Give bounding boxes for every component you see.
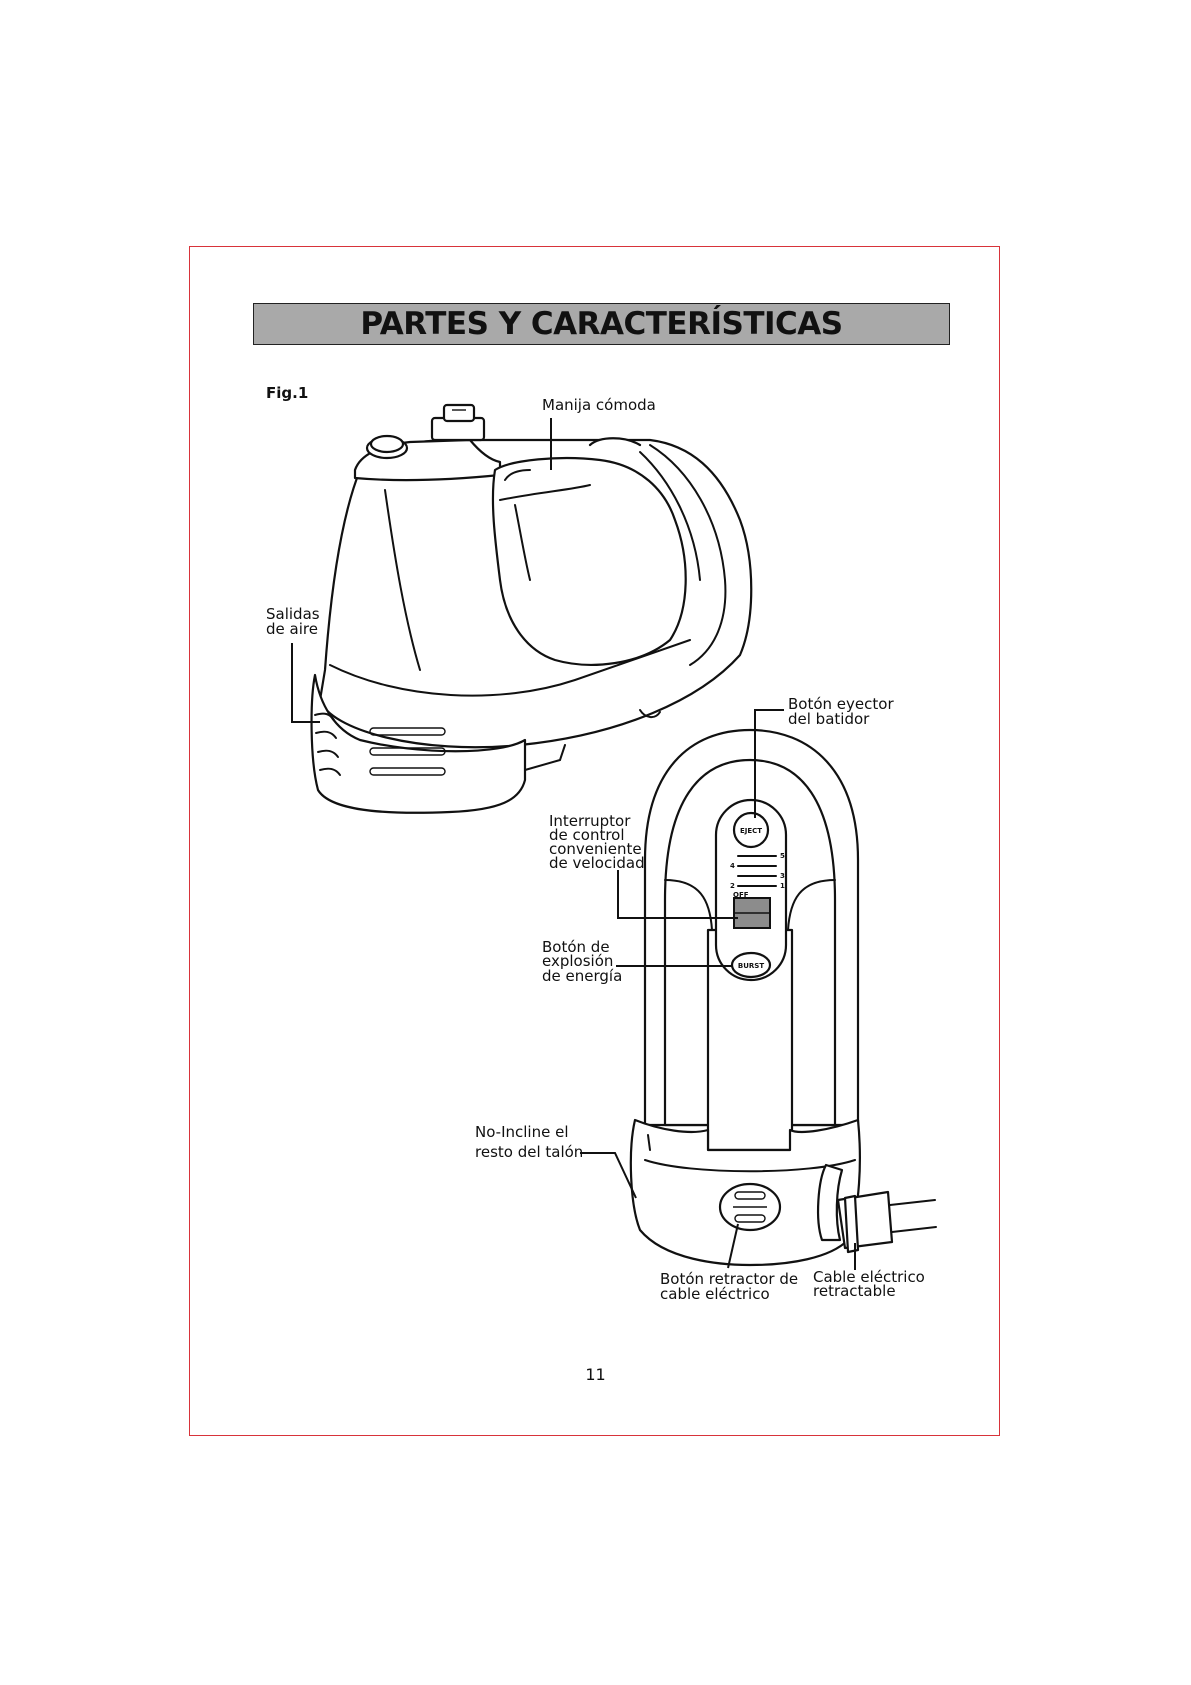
eject-text: EJECT (740, 827, 762, 835)
speed-mark-3: 3 (780, 872, 785, 880)
label-burst-line3: de energía (542, 969, 622, 984)
label-eject-line2: del batidor (788, 712, 869, 727)
mixer-rear-view: EJECT 5 4 3 2 1 OFF BURST (631, 730, 936, 1265)
label-handle: Manija cómoda (542, 398, 656, 413)
label-heel-line1: No-Incline el (475, 1125, 569, 1140)
label-retract-line2: cable eléctrico (660, 1287, 770, 1302)
speed-mark-2: 2 (730, 882, 735, 890)
page-number: 11 (0, 1365, 1191, 1384)
burst-text: BURST (738, 962, 764, 970)
label-cord-line2: retractable (813, 1284, 896, 1299)
label-heel-line2: resto del talón (475, 1145, 583, 1160)
label-speed-line4: de velocidad (549, 856, 645, 871)
speed-mark-4: 4 (730, 862, 735, 870)
label-vents-line2: de aire (266, 622, 318, 637)
speed-mark-5: 5 (780, 852, 785, 860)
speed-mark-1: 1 (780, 882, 785, 890)
